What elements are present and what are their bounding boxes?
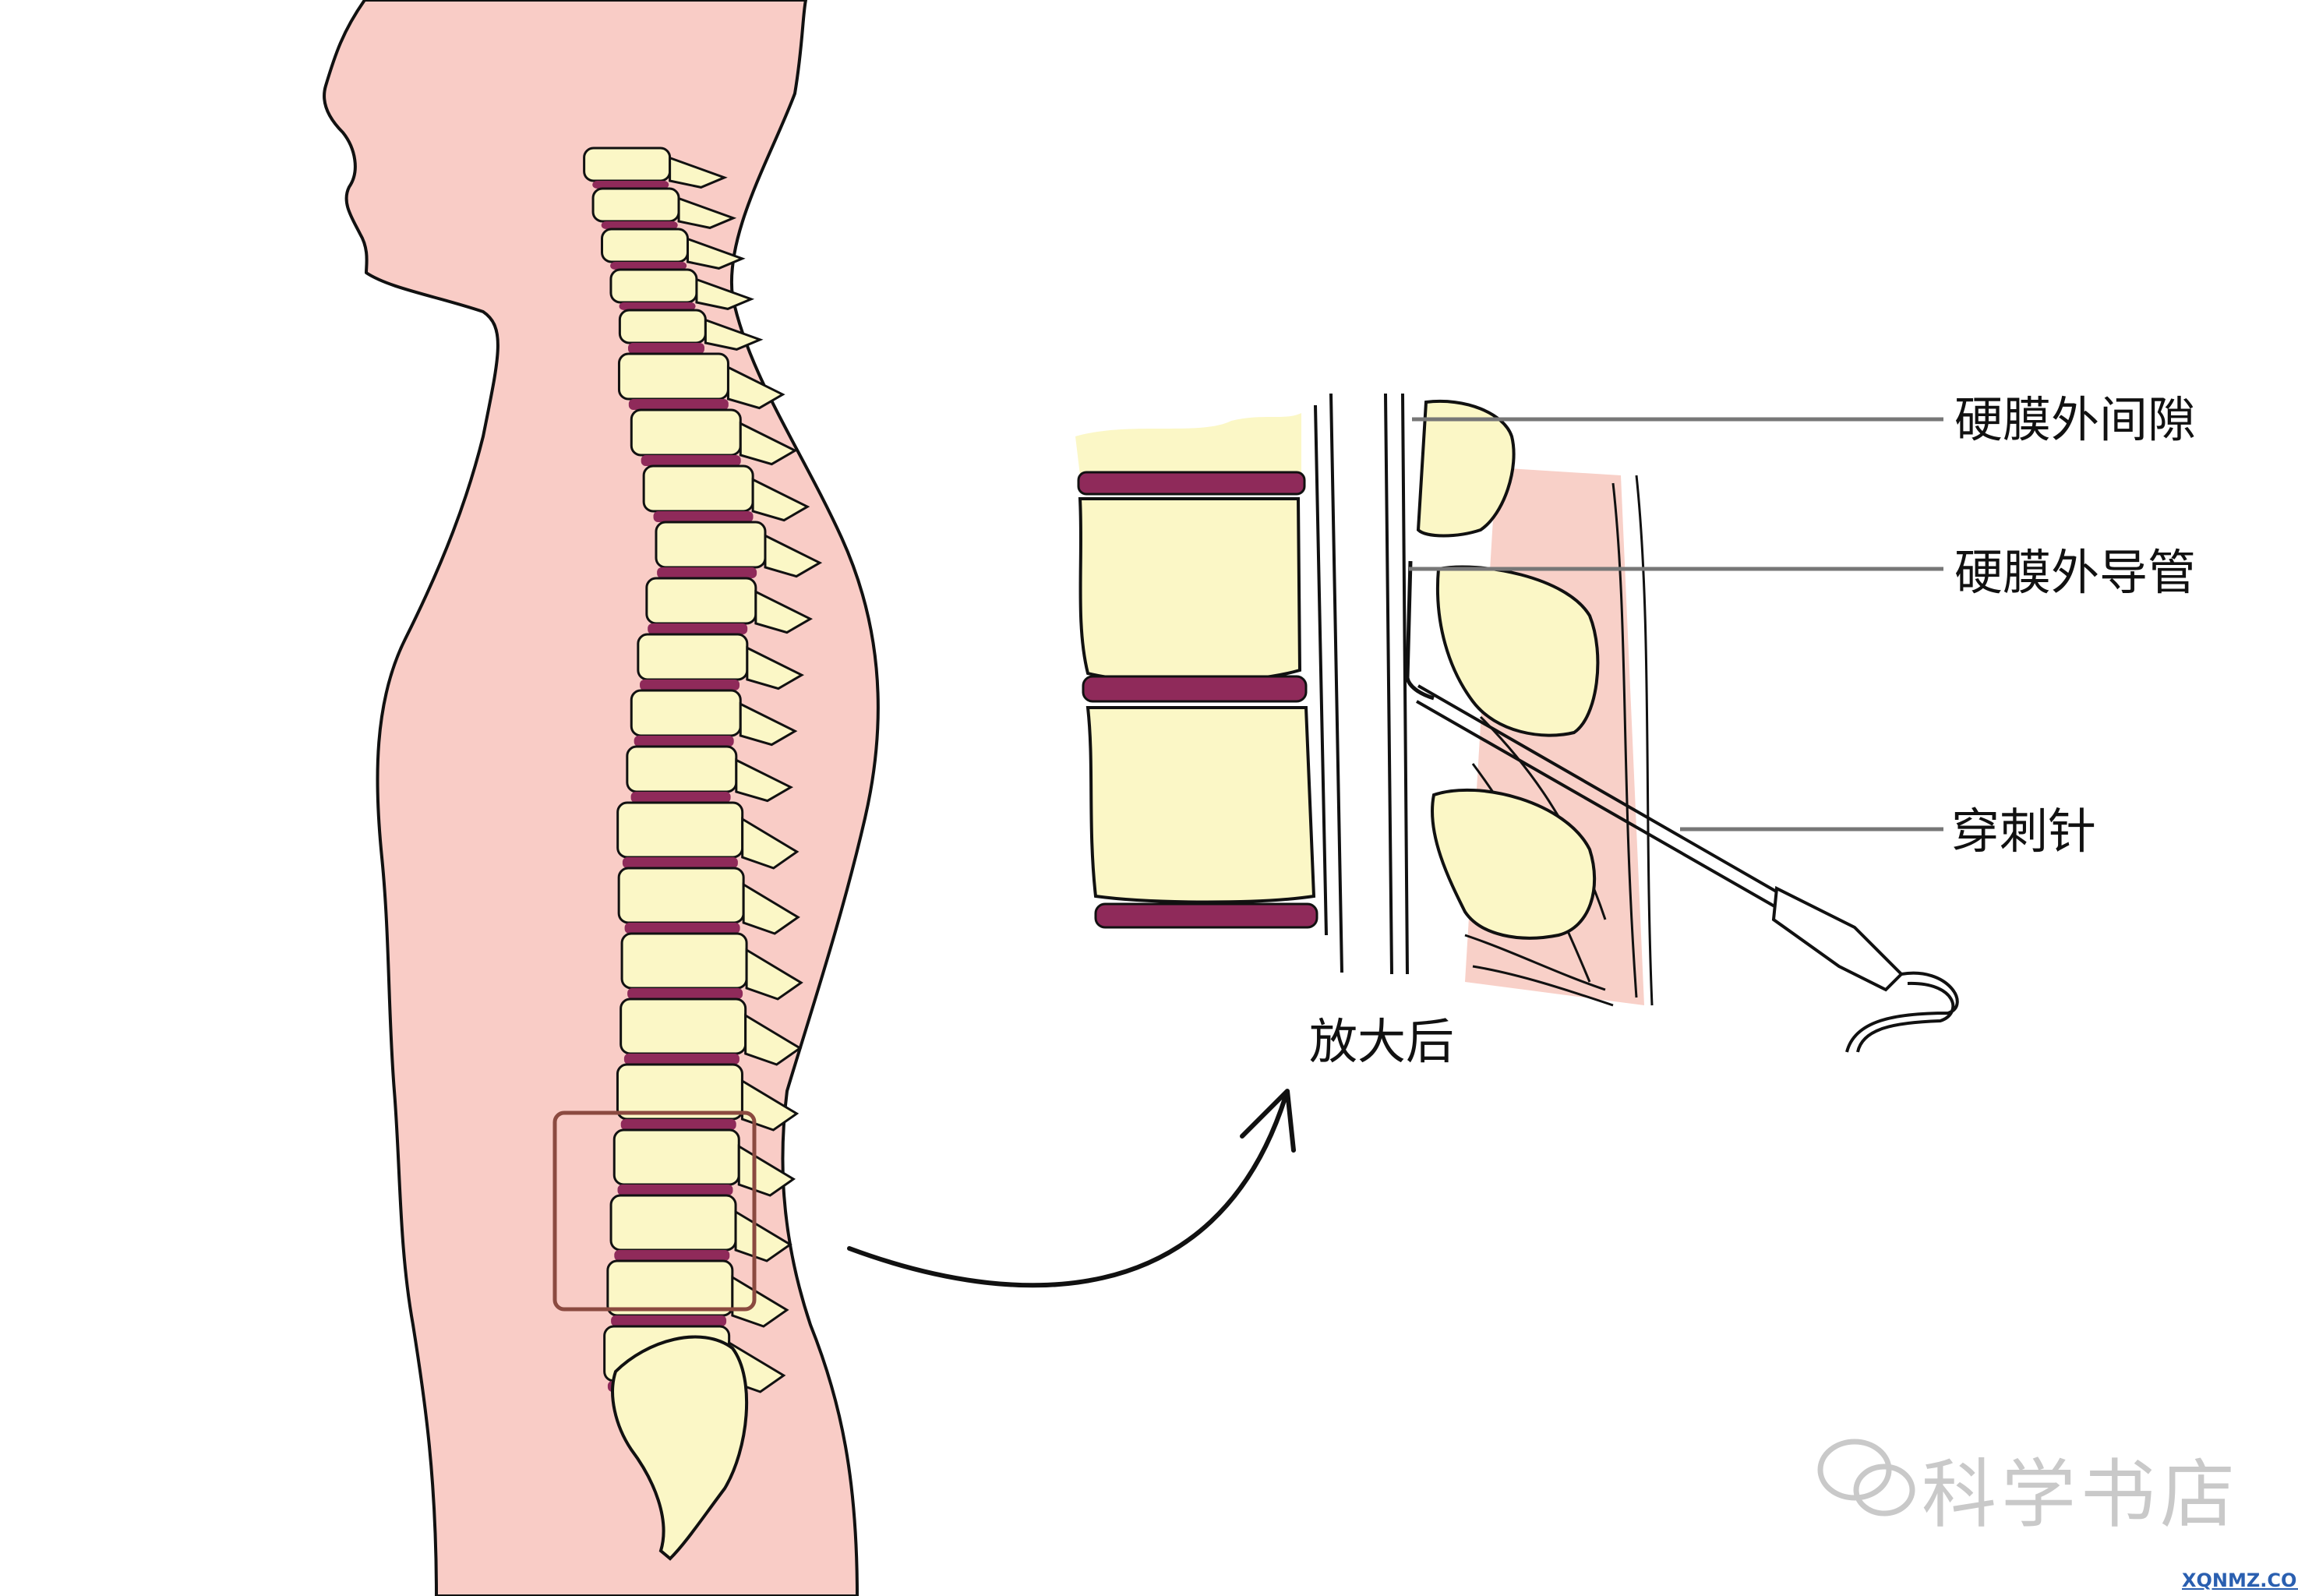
label-epidural-space: 硬膜外间隙 xyxy=(1954,391,2197,448)
intervertebral-disc xyxy=(617,1185,733,1195)
process-middle xyxy=(1435,565,1600,737)
intervertebral-disc xyxy=(611,1315,727,1326)
spinous-process xyxy=(704,318,764,351)
label-magnified: 放大后 xyxy=(1309,1013,1455,1070)
intervertebral-disc xyxy=(623,1054,740,1065)
spinous-process xyxy=(687,237,746,270)
needle-tubing xyxy=(1845,971,1959,1053)
intervertebral-disc xyxy=(640,680,740,690)
vertebra xyxy=(642,464,754,513)
spinous-process xyxy=(726,365,785,410)
label-puncture-needle: 穿刺针 xyxy=(1951,803,2097,860)
intervertebral-disc xyxy=(610,262,687,270)
vertebra xyxy=(655,521,767,569)
spinous-process xyxy=(746,645,805,690)
vertebra xyxy=(601,228,689,263)
intervertebral-disc xyxy=(627,988,743,999)
spinous-process xyxy=(751,477,810,522)
spinous-process xyxy=(677,196,737,229)
spinous-process xyxy=(731,1275,789,1328)
spinous-process xyxy=(735,757,793,803)
intervertebral-disc xyxy=(619,302,696,310)
label-epidural-catheter: 硬膜外导管 xyxy=(1954,544,2197,601)
spinous-process xyxy=(669,156,728,189)
spinous-process xyxy=(744,1013,803,1066)
puncture-needle-line xyxy=(1416,684,1785,912)
watermark-text: 科学书店 xyxy=(1922,1451,2240,1538)
needle-hub xyxy=(1771,885,1904,992)
dura-lines xyxy=(1314,393,1409,975)
disc-bottom xyxy=(1094,902,1318,929)
vertebra xyxy=(616,801,744,859)
spinous-process xyxy=(754,589,814,634)
vertebra-body-lower xyxy=(1085,706,1316,904)
vertebra xyxy=(609,268,698,304)
spinous-process xyxy=(742,882,800,935)
intervertebral-disc xyxy=(657,567,757,578)
intervertebral-disc xyxy=(601,221,678,229)
vertebra xyxy=(617,867,745,924)
wechat-icon xyxy=(1817,1439,1915,1517)
intervertebral-disc xyxy=(630,792,731,803)
intervertebral-disc xyxy=(641,455,741,466)
spinous-process xyxy=(739,701,798,747)
spine xyxy=(583,147,823,1393)
spinous-process xyxy=(695,277,755,310)
vertebra xyxy=(583,147,672,182)
intervertebral-disc xyxy=(628,343,704,354)
spinous-process xyxy=(739,421,798,466)
spinous-process xyxy=(741,817,800,870)
intervertebral-disc xyxy=(622,857,738,868)
vertebra xyxy=(609,1194,737,1252)
spinous-process xyxy=(734,1209,792,1262)
vertebra xyxy=(620,932,748,990)
disc-middle xyxy=(1082,675,1308,703)
sacrum xyxy=(611,1335,749,1561)
intervertebral-disc xyxy=(653,511,754,522)
magnified-view xyxy=(1075,393,1959,1053)
vertebra-body-top-partial xyxy=(1075,413,1301,475)
vertebra xyxy=(612,1128,740,1186)
process-bottom xyxy=(1431,788,1597,940)
vertebra xyxy=(618,309,707,344)
vertebra xyxy=(617,352,729,401)
vertebra xyxy=(637,633,749,681)
vertebra xyxy=(630,408,742,457)
disc-top xyxy=(1077,471,1306,496)
intervertebral-disc xyxy=(614,1250,730,1261)
lumbar-highlight-box xyxy=(552,1110,757,1312)
intervertebral-disc xyxy=(634,736,734,747)
epidural-catheter-line xyxy=(1405,560,1435,701)
spinous-process xyxy=(740,1079,800,1132)
spinous-process xyxy=(764,533,823,578)
vertebra xyxy=(645,577,757,625)
intervertebral-disc xyxy=(628,399,729,410)
vertebra xyxy=(620,998,747,1055)
vertebra-body-upper xyxy=(1078,497,1302,684)
process-top xyxy=(1416,400,1516,538)
intervertebral-disc xyxy=(620,1119,736,1130)
vertebra xyxy=(630,689,742,737)
magnify-arrow xyxy=(847,1093,1288,1288)
vertebra xyxy=(591,187,680,223)
intervertebral-disc xyxy=(624,923,740,934)
spinous-process xyxy=(745,948,803,1001)
watermark-site: XQNMZ.COM xyxy=(2182,1570,2298,1591)
magnify-arrow-head xyxy=(1240,1089,1296,1153)
vertebra xyxy=(626,745,738,793)
intervertebral-disc xyxy=(648,623,748,634)
intervertebral-disc xyxy=(592,181,669,189)
